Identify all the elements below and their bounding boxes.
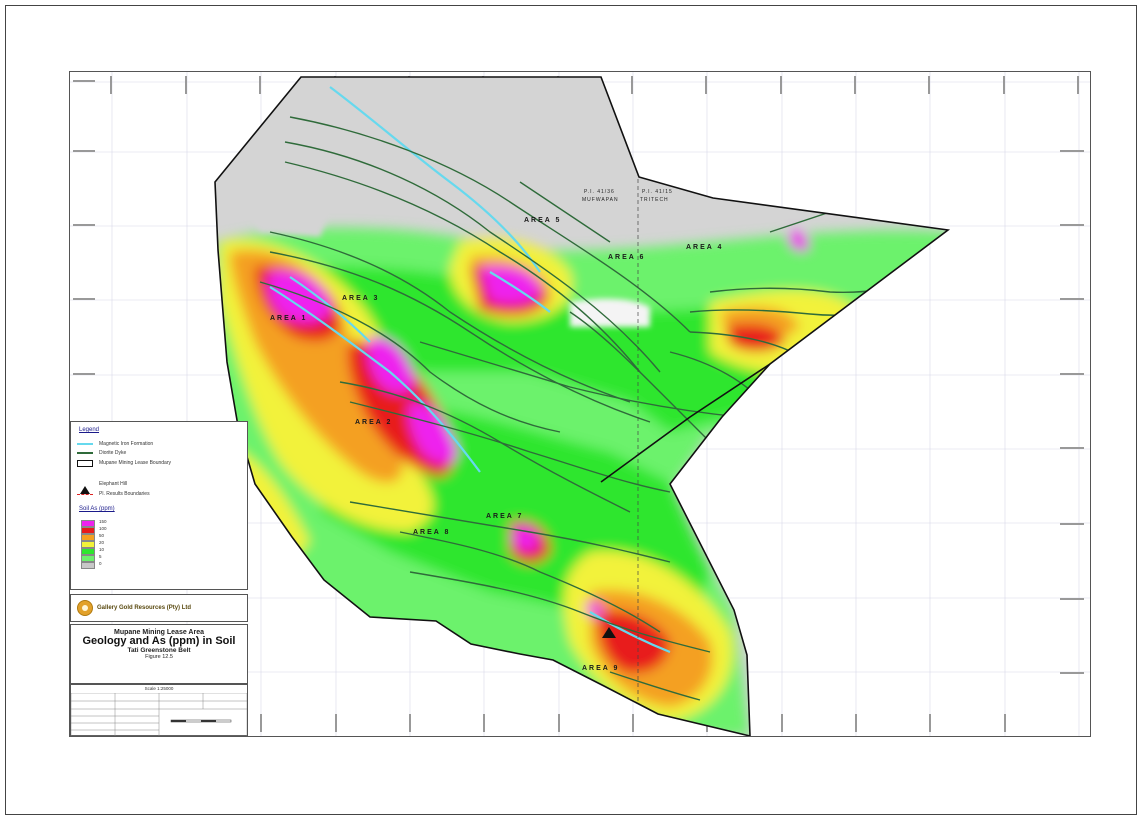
legend-item-label: Diorite Dyke <box>99 450 127 456</box>
legend-panel: Legend Magnetic Iron Formation Diorite D… <box>70 421 248 590</box>
swatch-50 <box>81 534 95 541</box>
legend-item-label: Magnetic Iron Formation <box>99 441 154 447</box>
map-scale: Scale 1:25000 <box>144 686 174 691</box>
cyan-line-icon <box>77 441 93 447</box>
legend-item-iron-formation: Magnetic Iron Formation <box>77 440 153 448</box>
swatch-100 <box>81 527 95 534</box>
legend-item-pl-boundaries: Pl. Results Boundaries <box>77 490 150 498</box>
red-dashed-line-icon <box>77 491 93 497</box>
legend-item-lease-boundary: Mupane Mining Lease Boundary <box>77 459 171 467</box>
info-grid <box>71 693 247 736</box>
area-label-7: AREA 7 <box>486 513 523 520</box>
title-block: Mupane Mining Lease Area Geology and As … <box>70 624 248 684</box>
area-label-3: AREA 3 <box>342 295 379 302</box>
soil-legend-title: Soil As (ppm) <box>79 506 115 512</box>
legend-item-label: Mupane Mining Lease Boundary <box>99 460 171 466</box>
district-label-tritech: TRITECH <box>640 197 669 203</box>
green-line-icon <box>77 450 93 456</box>
area-label-2: AREA 2 <box>355 419 392 426</box>
title-line-1: Mupane Mining Lease Area <box>114 629 204 636</box>
swatch-label-0: 0 <box>99 561 102 566</box>
area-label-5: AREA 5 <box>524 217 561 224</box>
lease-cutout-edge <box>600 363 771 483</box>
legend-item-diorite-dyke: Diorite Dyke <box>77 449 126 457</box>
company-name: Gallery Gold Resources (Pty) Ltd <box>97 605 192 611</box>
legend-item-label: Elephant Hill <box>99 481 128 487</box>
swatch-label-10: 10 <box>99 547 105 552</box>
black-triangle-icon <box>602 627 616 638</box>
title-line-3: Tati Greenstone Belt <box>127 647 191 654</box>
swatch-5 <box>81 555 95 562</box>
map-canvas: AREA 1 AREA 2 AREA 3 AREA 4 AREA 5 AREA … <box>70 72 1090 736</box>
swatch-label-100: 100 <box>99 526 107 531</box>
scale-bar <box>170 719 232 723</box>
swatch-label-50: 50 <box>99 533 105 538</box>
swatch-label-20: 20 <box>99 540 105 545</box>
district-label-pi-4115: P.I. 41/15 <box>642 189 673 195</box>
legend-item-label: Pl. Results Boundaries <box>99 491 150 497</box>
info-block: Scale 1:25000 <box>70 684 248 736</box>
area-labels: AREA 1 AREA 2 AREA 3 AREA 4 AREA 5 AREA … <box>270 217 723 672</box>
area-label-1: AREA 1 <box>270 315 307 322</box>
swatch-0 <box>81 562 95 569</box>
area-label-6: AREA 6 <box>608 254 645 261</box>
swatch-label-5: 5 <box>99 554 102 559</box>
company-logo-icon <box>77 600 93 616</box>
swatch-20 <box>81 541 95 548</box>
black-rectangle-icon <box>77 460 93 467</box>
map-title: Geology and As (ppm) in Soil <box>82 635 236 647</box>
swatch-10 <box>81 548 95 555</box>
company-block: Gallery Gold Resources (Pty) Ltd <box>70 594 248 622</box>
area-label-9: AREA 9 <box>582 665 619 672</box>
district-labels: P.I. 41/36 P.I. 41/15 MUFWAPAN TRITECH <box>582 189 673 203</box>
district-label-mufwapan: MUFWAPAN <box>582 197 619 203</box>
legend-title: Legend <box>79 427 100 433</box>
area-label-4: AREA 4 <box>686 244 723 251</box>
swatch-150 <box>81 520 95 527</box>
area-label-8: AREA 8 <box>413 529 450 536</box>
figure-number: Figure 12.5 <box>145 654 173 660</box>
legend-item-elephant-hill: Elephant Hill <box>77 480 128 494</box>
black-triangle-icon <box>77 481 93 494</box>
swatch-label-150: 150 <box>99 519 107 524</box>
district-label-pi-4136: P.I. 41/36 <box>584 189 615 195</box>
